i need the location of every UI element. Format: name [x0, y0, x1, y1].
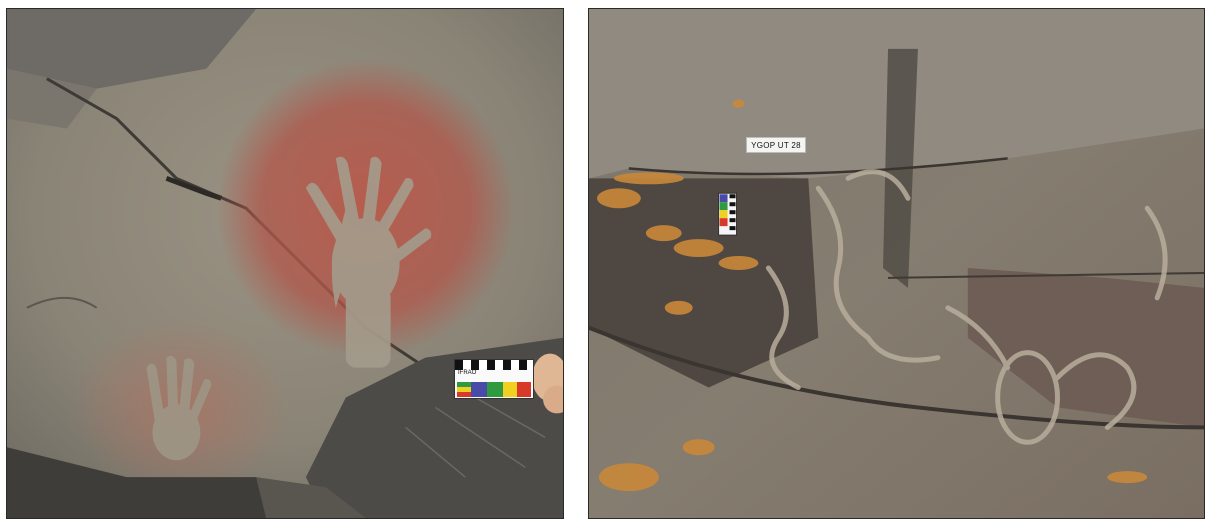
petroglyph-rock-image — [589, 9, 1204, 518]
scale-patch-red — [517, 382, 531, 397]
photo-hand-stencils: IFRAO — [6, 8, 564, 519]
hand-stencil-rock-image — [7, 9, 563, 518]
photo-petroglyphs: YGOP UT 28 — [588, 8, 1205, 519]
scale-patch-mini — [457, 382, 471, 397]
ifrao-scale-card: IFRAO — [454, 359, 534, 399]
scale-patch-green — [487, 382, 503, 397]
scale-card-label: IFRAO — [458, 370, 477, 376]
scale-color-patches — [457, 382, 531, 397]
site-id-tag: YGOP UT 28 — [746, 137, 806, 153]
scale-patch-blue — [471, 382, 487, 397]
scale-checker-bar — [455, 360, 533, 370]
scale-patch-yellow — [503, 382, 517, 397]
